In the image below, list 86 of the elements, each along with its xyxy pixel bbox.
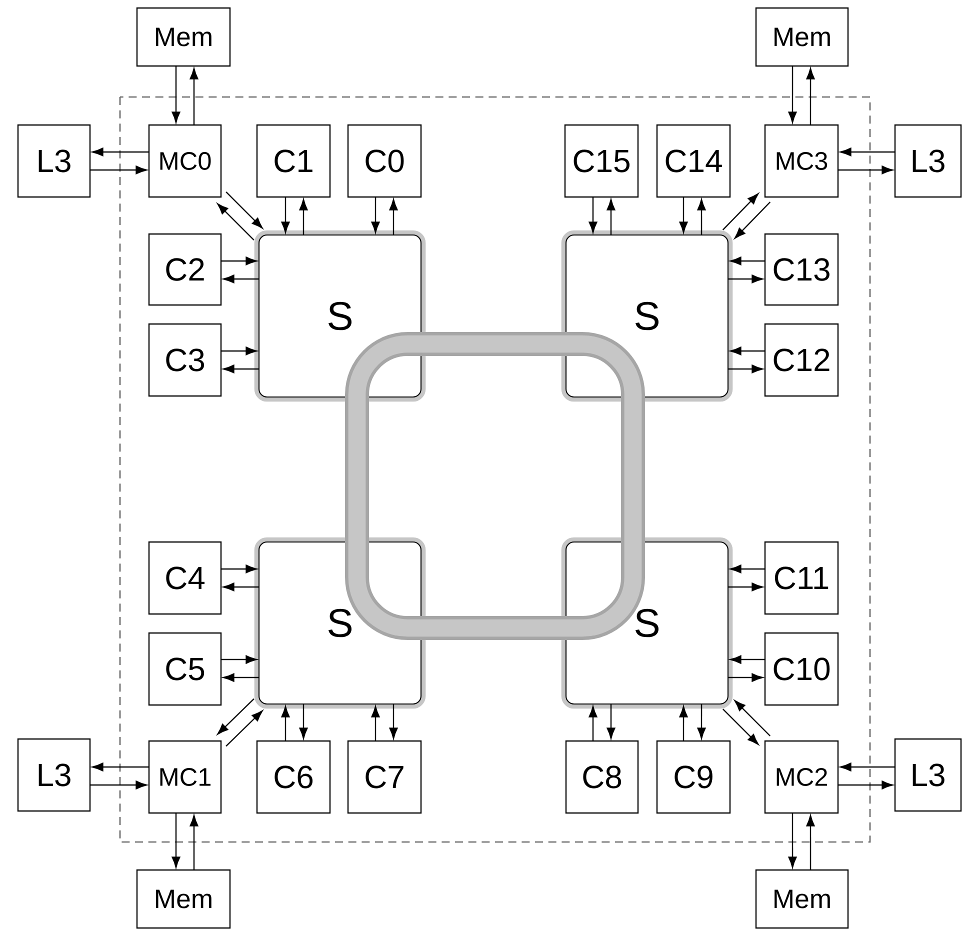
core-box: C8 — [565, 740, 639, 814]
arrow — [679, 706, 688, 741]
core-box: C4 — [148, 541, 222, 615]
arrow — [92, 762, 149, 772]
arrow — [299, 199, 308, 235]
core-box: C0 — [347, 124, 422, 198]
arrow — [588, 197, 598, 233]
arrow — [299, 704, 308, 739]
arrow — [728, 582, 763, 592]
arrow — [734, 202, 771, 239]
arrow — [806, 815, 815, 870]
arrow — [606, 199, 616, 235]
arrow — [788, 813, 797, 868]
arrow — [221, 346, 257, 356]
core-box: C1 — [256, 124, 331, 198]
arrow — [806, 68, 815, 125]
core-box: C11 — [764, 541, 839, 615]
arrow — [221, 564, 257, 574]
arrow — [172, 813, 180, 868]
core-box: C13 — [764, 233, 839, 306]
core-box: Mem — [136, 869, 231, 929]
arrow — [190, 68, 198, 125]
arrow — [371, 197, 380, 233]
arrow — [223, 274, 259, 284]
arrow — [221, 256, 257, 266]
core-box: C3 — [148, 323, 222, 397]
arrow — [223, 364, 259, 374]
core-box: L3 — [17, 124, 91, 198]
arrow — [734, 700, 771, 736]
core-box: MC0 — [148, 124, 222, 198]
core-box: MC1 — [148, 740, 222, 814]
arrow — [728, 364, 763, 374]
core-box: L3 — [17, 738, 91, 812]
arrow — [281, 706, 290, 741]
arrow — [697, 704, 706, 739]
core-box: C6 — [256, 740, 331, 814]
arrow — [840, 148, 895, 156]
arrow — [728, 673, 763, 682]
arrow — [588, 706, 598, 741]
core-box: C15 — [564, 124, 639, 198]
core-box: C5 — [148, 632, 222, 706]
core-box: Mem — [136, 7, 231, 67]
arrow — [730, 564, 765, 574]
arrow — [90, 780, 147, 790]
arrow — [606, 704, 616, 739]
arrow — [90, 166, 147, 174]
arrow — [730, 655, 765, 664]
arrow — [281, 197, 290, 233]
arrow — [190, 815, 198, 870]
arrow — [679, 197, 688, 233]
arrow — [172, 66, 180, 123]
switch-box: S — [561, 230, 733, 402]
core-box: MC3 — [764, 124, 839, 198]
arrow — [838, 780, 893, 790]
arrow — [722, 193, 759, 230]
arrow — [92, 148, 149, 156]
arrow — [389, 704, 398, 739]
arrow — [838, 166, 893, 174]
arrow — [217, 698, 254, 735]
arrow — [788, 66, 797, 123]
core-box: C9 — [656, 740, 731, 814]
arrow — [226, 710, 263, 747]
core-box: C12 — [764, 323, 839, 397]
arrow — [730, 256, 765, 266]
core-box: L3 — [894, 124, 962, 198]
arrow — [697, 199, 706, 235]
core-box: L3 — [894, 738, 962, 812]
arrow — [223, 673, 259, 682]
core-box: C2 — [148, 233, 222, 306]
arrow — [722, 708, 759, 745]
arrow — [840, 762, 895, 772]
arrow — [221, 655, 257, 664]
core-box: C14 — [656, 124, 731, 198]
arrow — [730, 346, 765, 356]
core-box: Mem — [755, 7, 849, 67]
arrow — [223, 582, 259, 592]
arrow — [371, 706, 380, 741]
arrow — [389, 199, 398, 235]
core-box: C7 — [347, 740, 422, 814]
arrow — [226, 191, 263, 229]
arrow — [217, 203, 254, 241]
arrow — [728, 274, 763, 284]
core-box: MC2 — [764, 740, 839, 814]
core-box: C10 — [764, 632, 839, 706]
switch-box: S — [254, 230, 426, 402]
core-box: Mem — [755, 869, 849, 929]
